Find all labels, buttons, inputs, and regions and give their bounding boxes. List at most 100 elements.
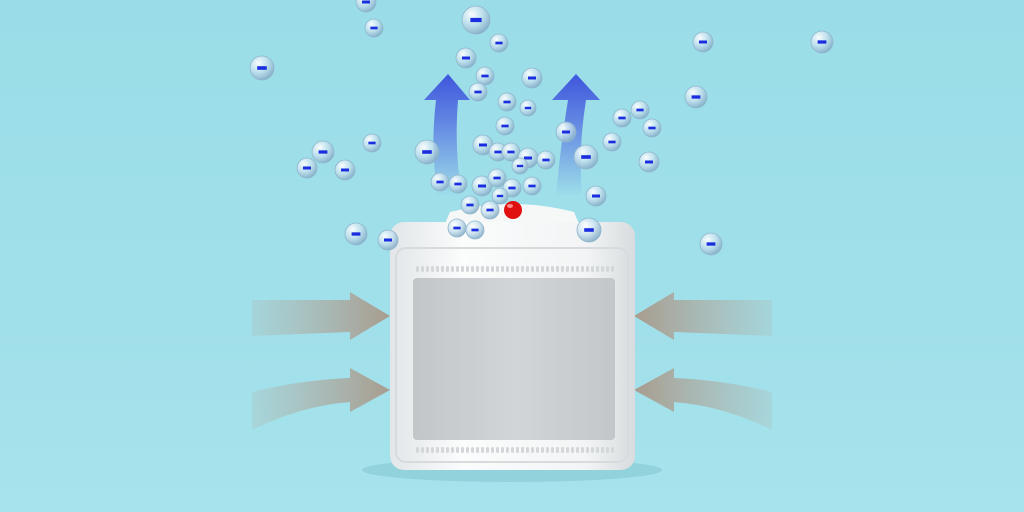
vent-slot	[611, 266, 614, 272]
vent-slot	[551, 266, 554, 272]
ion-bubble	[642, 118, 662, 138]
ion-bubble	[465, 220, 485, 240]
purifier-body	[390, 201, 635, 470]
vent-slot	[446, 447, 449, 453]
ion-bubble	[810, 30, 834, 54]
ion-bubble	[699, 232, 723, 256]
vent-slot	[516, 266, 519, 272]
ion-bubble	[519, 99, 537, 117]
ion-bubble	[249, 55, 275, 81]
vent-slot	[511, 447, 514, 453]
vent-slot	[451, 266, 454, 272]
vent-slot	[496, 266, 499, 272]
vent-slot	[496, 447, 499, 453]
inflow-arrows	[252, 292, 772, 430]
ion-bubble	[475, 66, 495, 86]
minus-sign-icon	[584, 228, 594, 232]
minus-sign-icon	[496, 194, 504, 198]
ion-bubble	[480, 200, 500, 220]
inflow-arrow-left-top	[252, 292, 390, 340]
ion-bubble	[311, 140, 335, 164]
vent-slot	[501, 447, 504, 453]
vent-slot	[576, 447, 579, 453]
ion-bubble	[296, 157, 318, 179]
power-button	[504, 201, 522, 219]
vent-slot	[471, 266, 474, 272]
minus-sign-icon	[645, 160, 653, 164]
vent-slot	[441, 447, 444, 453]
vent-slot	[601, 266, 604, 272]
minus-sign-icon	[368, 141, 376, 145]
ion-bubble	[468, 82, 488, 102]
minus-sign-icon	[501, 124, 509, 128]
vent-slot	[506, 266, 509, 272]
minus-sign-icon	[454, 182, 462, 186]
vent-slot	[596, 447, 599, 453]
minus-sign-icon	[471, 228, 479, 232]
minus-sign-icon	[706, 242, 716, 246]
vent-bottom	[416, 447, 614, 453]
ion-bubble	[585, 185, 607, 207]
vent-slot	[611, 447, 614, 453]
minus-sign-icon	[618, 116, 626, 120]
vent-slot	[526, 447, 529, 453]
vent-slot	[591, 447, 594, 453]
minus-sign-icon	[516, 164, 524, 168]
vent-slot	[426, 447, 429, 453]
ion-bubble	[362, 133, 382, 153]
vent-top	[416, 266, 614, 272]
minus-sign-icon	[503, 100, 511, 104]
vent-slot	[506, 447, 509, 453]
vent-slot	[541, 447, 544, 453]
ion-bubble	[344, 222, 368, 246]
inflow-arrow-left-bottom	[252, 368, 390, 430]
vent-slot	[476, 266, 479, 272]
minus-sign-icon	[370, 26, 378, 30]
ion-bubble	[487, 168, 507, 188]
vent-slot	[476, 447, 479, 453]
minus-sign-icon	[699, 40, 707, 44]
ion-bubble	[497, 92, 517, 112]
filter-panel	[413, 278, 615, 440]
vent-slot	[426, 266, 429, 272]
vent-slot	[586, 266, 589, 272]
minus-sign-icon	[470, 17, 482, 23]
minus-sign-icon	[436, 180, 444, 184]
ion-bubble	[430, 172, 450, 192]
vent-slot	[581, 266, 584, 272]
vent-slot	[581, 447, 584, 453]
minus-sign-icon	[486, 208, 494, 212]
minus-sign-icon	[581, 155, 591, 159]
ion-bubble	[495, 116, 515, 136]
vent-slot	[546, 447, 549, 453]
ion-bubble	[448, 174, 468, 194]
minus-sign-icon	[318, 150, 328, 154]
vent-slot	[486, 447, 489, 453]
vent-slot	[466, 266, 469, 272]
ion-bubble	[555, 121, 577, 143]
ion-bubble	[612, 108, 632, 128]
ion-bubbles	[249, 0, 834, 256]
ion-bubble	[455, 47, 477, 69]
vent-slot	[431, 447, 434, 453]
vent-slot	[416, 447, 419, 453]
vent-slot	[531, 266, 534, 272]
vent-slot	[481, 266, 484, 272]
outflow-arrows	[424, 74, 600, 196]
vent-slot	[546, 266, 549, 272]
vent-slot	[551, 447, 554, 453]
vent-slot	[576, 266, 579, 272]
ion-bubble	[573, 144, 599, 170]
vent-slot	[501, 266, 504, 272]
vent-slot	[436, 447, 439, 453]
vent-slot	[536, 266, 539, 272]
vent-slot	[566, 266, 569, 272]
minus-sign-icon	[524, 156, 532, 160]
minus-sign-icon	[422, 150, 432, 154]
vent-slot	[591, 266, 594, 272]
ion-bubble	[364, 18, 384, 38]
vent-slot	[521, 447, 524, 453]
minus-sign-icon	[462, 56, 470, 60]
vent-slot	[566, 447, 569, 453]
ion-bubble	[521, 67, 543, 89]
